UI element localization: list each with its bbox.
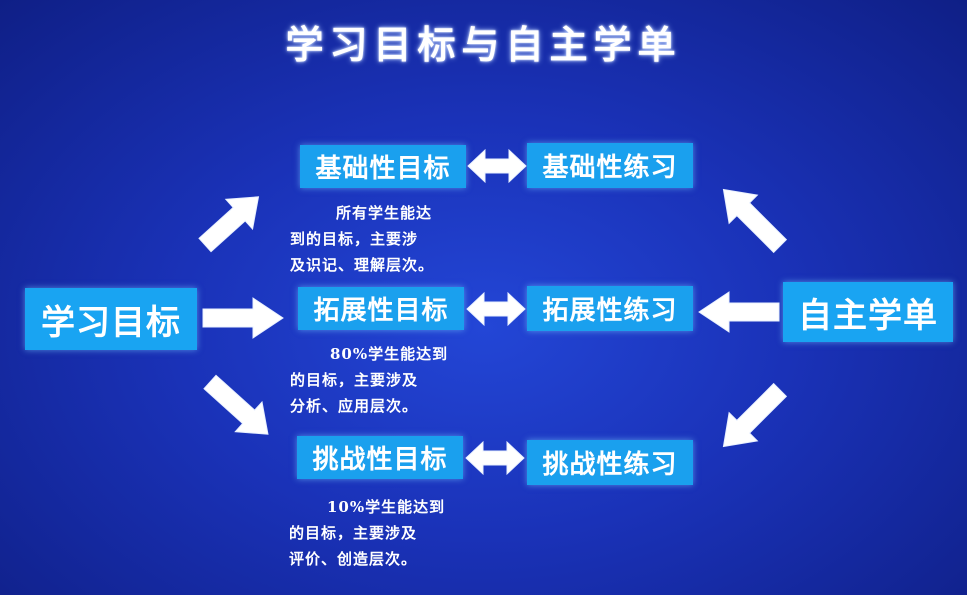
double-arrow-icon — [466, 291, 526, 327]
slide-title: 学习目标与自主学单 — [285, 22, 682, 67]
double-arrow-icon — [467, 148, 527, 184]
description-line: 所有学生能达 — [336, 204, 433, 222]
arrow-up-right-icon — [198, 196, 260, 253]
arrow-down-right-icon — [203, 374, 269, 435]
extended-practice-box: 拓展性练习 — [527, 286, 693, 331]
basic-practice-box: 基础性练习 — [527, 143, 693, 188]
challenge-practice-box: 挑战性练习 — [527, 440, 693, 485]
self-study-sheet-node: 自主学单 — [783, 282, 953, 342]
arrow-down-left-icon — [722, 382, 788, 448]
learning-goals-node: 学习目标 — [25, 288, 197, 350]
description-line: 的目标，主要涉及 — [289, 524, 418, 542]
challenge-goal-box: 挑战性目标 — [297, 436, 463, 479]
extended-goal-description: 80%学生能达到 的目标，主要涉及 分析、应用层次。 — [290, 341, 449, 419]
arrow-left-icon — [698, 291, 780, 333]
basic-goal-box: 基础性目标 — [300, 145, 466, 188]
arrow-up-left-icon — [722, 188, 788, 254]
description-line: 及识记、理解层次。 — [290, 256, 435, 274]
description-line: 的目标，主要涉及 — [290, 371, 419, 389]
double-arrow-icon — [465, 440, 525, 476]
description-line: 到的目标，主要涉 — [290, 230, 419, 248]
arrow-right-icon — [202, 297, 284, 339]
description-line: 分析、应用层次。 — [290, 397, 419, 415]
description-line: 80%学生能达到 — [330, 345, 449, 363]
extended-goal-box: 拓展性目标 — [298, 287, 464, 330]
challenge-goal-description: 10%学生能达到 的目标，主要涉及 评价、创造层次。 — [289, 494, 446, 572]
description-line: 评价、创造层次。 — [289, 550, 418, 568]
basic-goal-description: 所有学生能达 到的目标，主要涉 及识记、理解层次。 — [290, 200, 434, 278]
description-line: 10%学生能达到 — [327, 498, 446, 516]
